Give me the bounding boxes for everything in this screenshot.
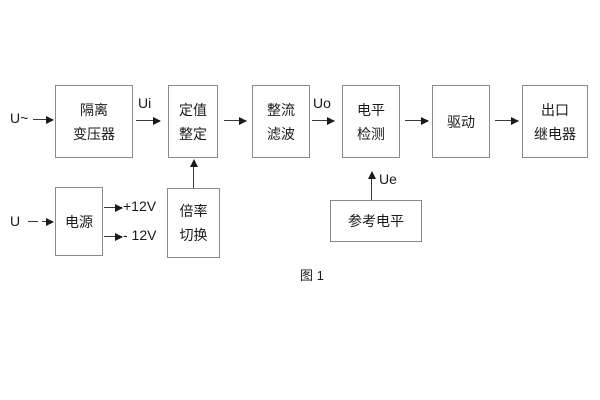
block-multiplier-switch: 倍率 切换 xyxy=(167,188,220,258)
rail-positive-label: +12V xyxy=(123,198,157,214)
block-output-relay-line1: 出口 xyxy=(541,101,569,118)
block-rectify-filter-line2: 滤波 xyxy=(267,125,295,142)
block-level-detection-line1: 电平 xyxy=(357,101,385,118)
arrow-drive-to-output-relay xyxy=(495,116,519,125)
arrow-power-supply-rail-negative xyxy=(104,232,123,241)
block-drive: 驱动 xyxy=(432,85,490,158)
arrow-isolation-transformer-to-setting-value xyxy=(136,116,161,125)
block-drive-line1: 驱动 xyxy=(447,113,475,130)
block-multiplier-switch-line2: 切换 xyxy=(179,227,208,243)
arrow-rectify-filter-to-level-detection xyxy=(312,116,335,125)
block-output-relay: 出口 继电器 xyxy=(522,85,588,158)
arrow-multiplier-switch-to-setting-value xyxy=(189,159,198,188)
arrow-reference-level-to-level-detection xyxy=(367,171,376,200)
block-power-supply: 电源 xyxy=(55,187,103,256)
figure-caption: 图 1 xyxy=(300,268,324,283)
block-isolation-transformer-line1: 隔离 xyxy=(80,101,108,118)
block-level-detection-line2: 检测 xyxy=(357,125,385,142)
arrow-input-to-power-supply xyxy=(42,217,54,226)
signal-ui-label: Ui xyxy=(138,95,152,111)
arrow-power-supply-rail-positive xyxy=(104,203,123,212)
rail-negative-label: - 12V xyxy=(123,227,157,243)
block-power-supply-line1: 电源 xyxy=(65,213,93,230)
block-rectify-filter-line1: 整流 xyxy=(267,101,295,118)
block-level-detection: 电平 检测 xyxy=(342,85,400,158)
block-setting-value-line1: 定值 xyxy=(179,101,207,118)
block-isolation-transformer: 隔离 变压器 xyxy=(55,85,133,158)
arrow-input-to-isolation-transformer xyxy=(33,115,54,124)
dc-dash-segment xyxy=(28,221,38,222)
arrow-setting-value-to-rectify-filter xyxy=(224,116,247,125)
signal-uo-label: Uo xyxy=(313,95,331,111)
block-setting-value: 定值 整定 xyxy=(168,85,218,158)
arrow-level-detection-to-drive xyxy=(405,116,429,125)
block-reference-level: 参考电平 xyxy=(330,200,422,242)
block-rectify-filter: 整流 滤波 xyxy=(252,85,310,158)
input-ac-label: U~ xyxy=(10,110,29,126)
block-output-relay-line2: 继电器 xyxy=(534,125,576,142)
block-multiplier-switch-line1: 倍率 xyxy=(179,203,208,219)
signal-ue-label: Ue xyxy=(379,171,397,187)
block-setting-value-line2: 整定 xyxy=(179,125,207,142)
block-reference-level-line1: 参考电平 xyxy=(348,213,404,229)
input-dc-label: U xyxy=(10,213,21,229)
block-isolation-transformer-line2: 变压器 xyxy=(73,125,115,142)
